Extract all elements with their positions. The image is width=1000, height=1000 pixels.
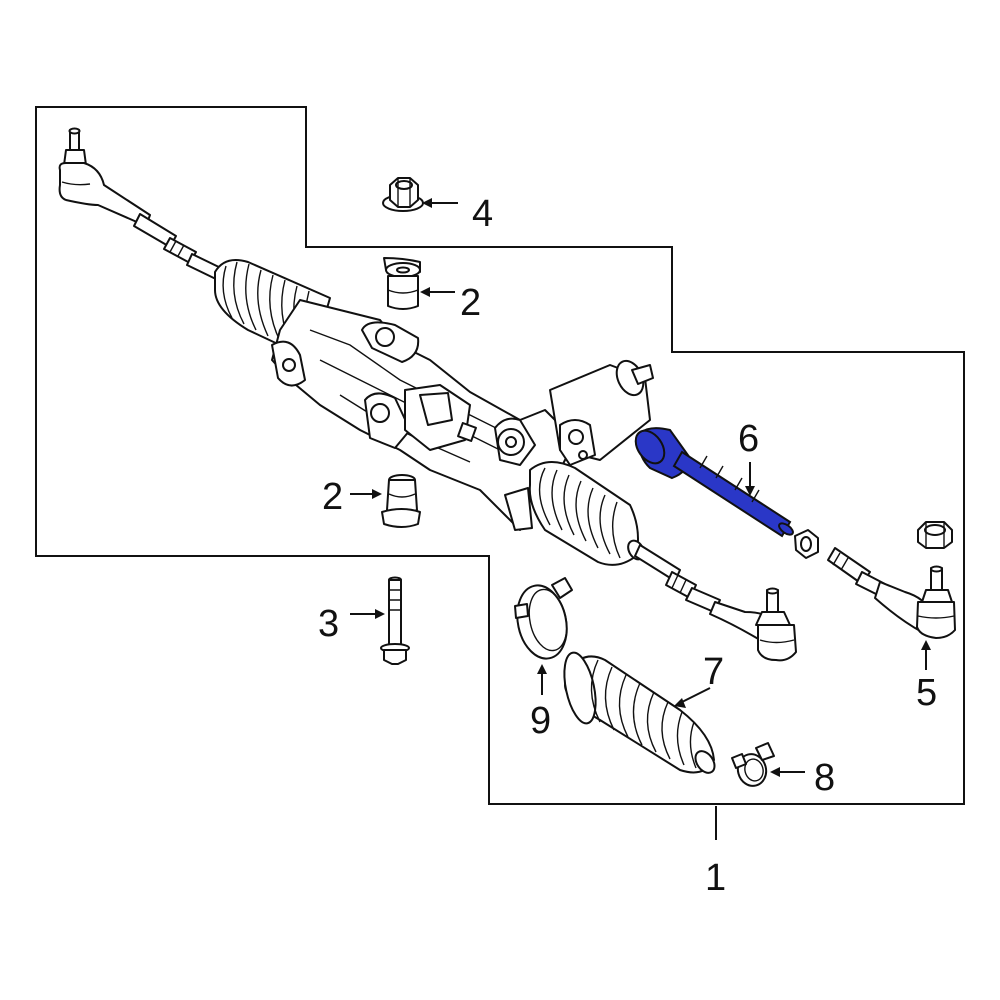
jam-nut[interactable] (794, 529, 819, 559)
arrowhead-2-upper (420, 287, 430, 297)
callout-6: 6 (738, 418, 759, 460)
inner-tie-rod-shaft (672, 450, 792, 538)
arrowhead-2-lower (372, 489, 382, 499)
outer-tie-rod-end[interactable] (827, 547, 956, 639)
callout-2-upper: 2 (460, 282, 481, 324)
arrowhead-4 (422, 198, 432, 208)
arrowhead-7 (674, 698, 686, 708)
right-rack-boot-installed (528, 461, 639, 566)
bolt[interactable] (380, 576, 410, 665)
callout-7: 7 (703, 651, 724, 693)
callout-8: 8 (814, 757, 835, 799)
mount-bushing-lower[interactable] (381, 474, 421, 528)
mount-bushing-upper[interactable] (383, 257, 421, 310)
callout-3: 3 (318, 603, 339, 645)
leader-7 (681, 687, 711, 703)
arrowhead-5 (921, 640, 931, 650)
rack-boot[interactable] (559, 650, 719, 777)
nut[interactable] (382, 177, 424, 212)
arrowhead-8 (770, 767, 780, 777)
callout-1: 1 (705, 857, 726, 899)
boot-clamp-large[interactable] (511, 577, 573, 663)
assembly-outline (35, 106, 965, 805)
steering-gear-housing[interactable] (271, 299, 654, 531)
inner-tie-rod[interactable] (630, 425, 795, 538)
boot-clamp-small[interactable] (731, 742, 775, 789)
arrowhead-6 (745, 486, 755, 496)
callout-4: 4 (472, 193, 493, 235)
arrowhead-3 (375, 609, 385, 619)
left-tie-rod-end[interactable] (58, 127, 226, 282)
callout-5: 5 (916, 672, 937, 714)
callout-2-lower: 2 (322, 476, 343, 518)
callout-9: 9 (530, 700, 551, 742)
right-tie-rod-installed[interactable] (625, 538, 797, 662)
castle-nut[interactable] (917, 521, 953, 549)
arrowhead-9 (537, 664, 547, 674)
